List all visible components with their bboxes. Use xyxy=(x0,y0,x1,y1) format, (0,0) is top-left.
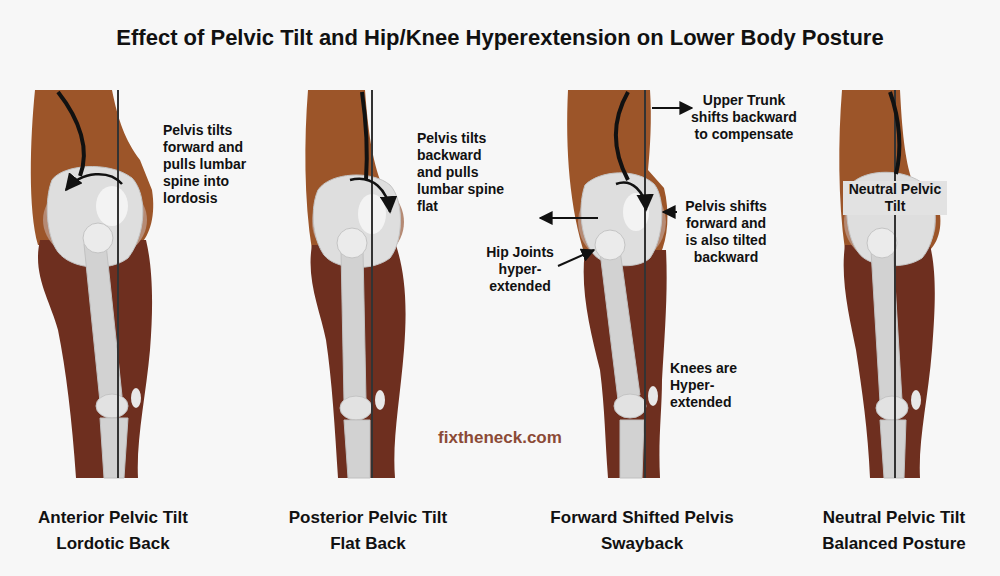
knee-condyle xyxy=(96,394,128,418)
plumb-line xyxy=(117,90,119,478)
panel-caption: Lordotic Back xyxy=(13,533,213,554)
part-label: Neutral Pelvic Tilt xyxy=(843,181,947,215)
shift-arrow xyxy=(540,217,598,219)
panel-caption: Forward Shifted Pelvis xyxy=(542,507,742,528)
femur-head xyxy=(337,228,367,258)
femur-head xyxy=(83,223,113,253)
femur-head xyxy=(595,230,625,260)
femur xyxy=(600,250,640,400)
pelvis-arrow xyxy=(663,211,677,213)
callout-text: Upper Trunk shifts backward to compensat… xyxy=(686,92,802,143)
pelvis-bone xyxy=(581,173,662,266)
tibia xyxy=(344,420,370,478)
callout-text: Knees are Hyper- extended xyxy=(670,360,750,411)
spine-curve xyxy=(890,92,899,174)
callout-text: Pelvis tilts forward and pulls lumbar sp… xyxy=(163,122,263,207)
panel-caption: Posterior Pelvic Tilt xyxy=(268,507,468,528)
flat-back-figure xyxy=(305,90,405,478)
panel-caption: Anterior Pelvic Tilt xyxy=(13,507,213,528)
leg xyxy=(38,240,152,478)
femur xyxy=(341,250,366,402)
watermark: fixtheneck.com xyxy=(380,427,620,448)
leg xyxy=(844,245,935,478)
patella xyxy=(131,388,141,408)
femur xyxy=(871,250,902,402)
hip-arrow xyxy=(558,250,594,266)
tibia xyxy=(620,420,644,478)
patella xyxy=(911,390,921,410)
knee-condyle xyxy=(340,396,372,420)
knee-condyle xyxy=(614,394,646,418)
femur-head xyxy=(867,228,897,258)
callout-text: Pelvis tilts backward and pulls lumbar s… xyxy=(417,130,510,215)
lordotic-figure xyxy=(31,90,153,478)
patella xyxy=(648,386,658,406)
patella xyxy=(375,390,385,410)
pelvis-bone xyxy=(313,175,400,267)
plumb-line xyxy=(644,90,646,478)
trunk-arrow xyxy=(652,107,692,109)
plumb-line xyxy=(894,90,896,478)
diagram-title: Effect of Pelvic Tilt and Hip/Knee Hyper… xyxy=(0,24,1000,51)
panel-caption: Balanced Posture xyxy=(794,533,994,554)
pelvis-bone xyxy=(47,166,143,267)
spine-curve xyxy=(58,92,84,176)
swayback-figure xyxy=(540,90,692,478)
tilt-arrow xyxy=(616,183,646,210)
knee-condyle xyxy=(876,396,908,420)
panel-caption: Flat Back xyxy=(268,533,468,554)
tilt-arrow xyxy=(350,179,390,212)
neutral-figure xyxy=(839,90,940,478)
femur xyxy=(84,244,122,402)
panel-caption: Swayback xyxy=(542,533,742,554)
panel-caption: Neutral Pelvic Tilt xyxy=(794,507,994,528)
tilt-arrow xyxy=(66,174,122,190)
tibia xyxy=(880,420,906,478)
callout-text: Hip Joints hyper- extended xyxy=(478,244,562,295)
leg xyxy=(584,250,667,478)
leg xyxy=(311,245,406,478)
callout-text: Pelvis shifts forward and is also tilted… xyxy=(680,198,772,266)
tibia xyxy=(100,418,128,478)
spine-curve xyxy=(362,92,367,180)
spine-curve xyxy=(616,92,628,180)
plumb-line xyxy=(371,90,373,478)
pelvis-detail xyxy=(96,186,128,226)
